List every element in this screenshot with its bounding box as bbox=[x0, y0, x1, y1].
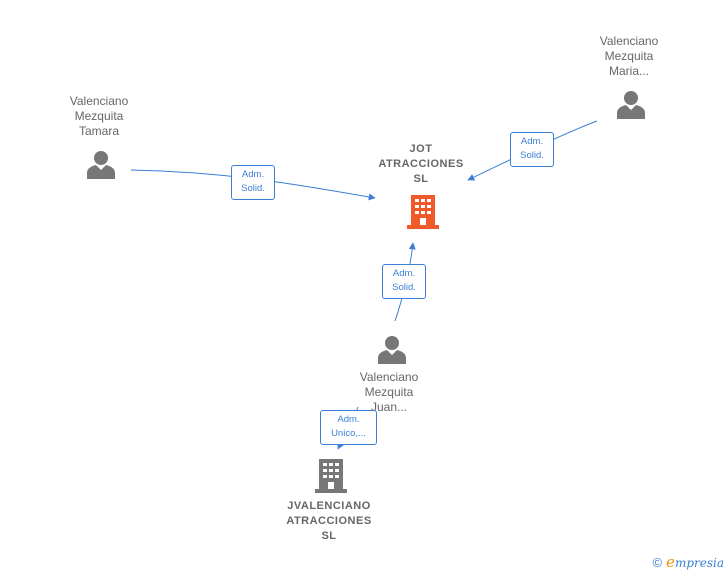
person-label-tamara: Valenciano Mezquita Tamara bbox=[39, 94, 159, 139]
person-name-line: Valenciano bbox=[599, 34, 659, 48]
person-name-line: Valenciano bbox=[69, 94, 129, 108]
edge-label-line: Unico,... bbox=[331, 428, 366, 439]
company-name-line: ATRACCIONES bbox=[286, 515, 372, 527]
edge-label-line: Solid. bbox=[392, 282, 416, 293]
person-label-juan: Valenciano Mezquita Juan... bbox=[329, 370, 449, 415]
brand-logo-rest: mpresia bbox=[674, 556, 724, 570]
edge-label-tamara-jot[interactable]: Adm. Solid. bbox=[231, 165, 275, 200]
company-name-line: SL bbox=[413, 173, 429, 185]
company-name-line: ATRACCIONES bbox=[378, 158, 464, 170]
brand-logo: empresia bbox=[666, 553, 724, 571]
person-name-line: Juan... bbox=[370, 400, 408, 414]
watermark: © empresia bbox=[652, 553, 724, 571]
person-name-line: Maria... bbox=[608, 64, 649, 78]
brand-logo-e: e bbox=[666, 553, 675, 571]
edge-label-line: Adm. bbox=[392, 268, 416, 279]
person-name-line: Mezquita bbox=[364, 385, 414, 399]
building-icon[interactable] bbox=[406, 194, 440, 230]
edge-label-maria-jot[interactable]: Adm. Solid. bbox=[510, 132, 554, 167]
person-name-line: Mezquita bbox=[74, 109, 124, 123]
company-name-line: JVALENCIANO bbox=[287, 500, 371, 512]
person-icon[interactable] bbox=[377, 334, 407, 364]
copyright-icon: © bbox=[652, 554, 663, 570]
company-name-line: JOT bbox=[409, 143, 433, 155]
company-label-jvalenciano: JVALENCIANO ATRACCIONES SL bbox=[269, 499, 389, 544]
edge-label-line: Adm. bbox=[241, 169, 265, 180]
edge-label-line: Adm. bbox=[520, 136, 544, 147]
person-icon[interactable] bbox=[86, 149, 116, 179]
edge-label-line: Adm. bbox=[337, 414, 360, 425]
edge-label-juan-jvalenciano[interactable]: Adm. Unico,... bbox=[320, 410, 377, 445]
building-icon[interactable] bbox=[314, 458, 348, 494]
edge-label-juan-jot[interactable]: Adm. Solid. bbox=[382, 264, 426, 299]
company-name-line: SL bbox=[321, 530, 337, 542]
person-name-line: Tamara bbox=[78, 124, 119, 138]
person-name-line: Valenciano bbox=[359, 370, 419, 384]
person-name-line: Mezquita bbox=[604, 49, 654, 63]
edge-label-line: Solid. bbox=[241, 183, 265, 194]
company-label-jot: JOT ATRACCIONES SL bbox=[361, 142, 481, 187]
person-icon[interactable] bbox=[616, 89, 646, 119]
edge-label-line: Solid. bbox=[520, 150, 544, 161]
person-label-maria: Valenciano Mezquita Maria... bbox=[569, 34, 689, 79]
